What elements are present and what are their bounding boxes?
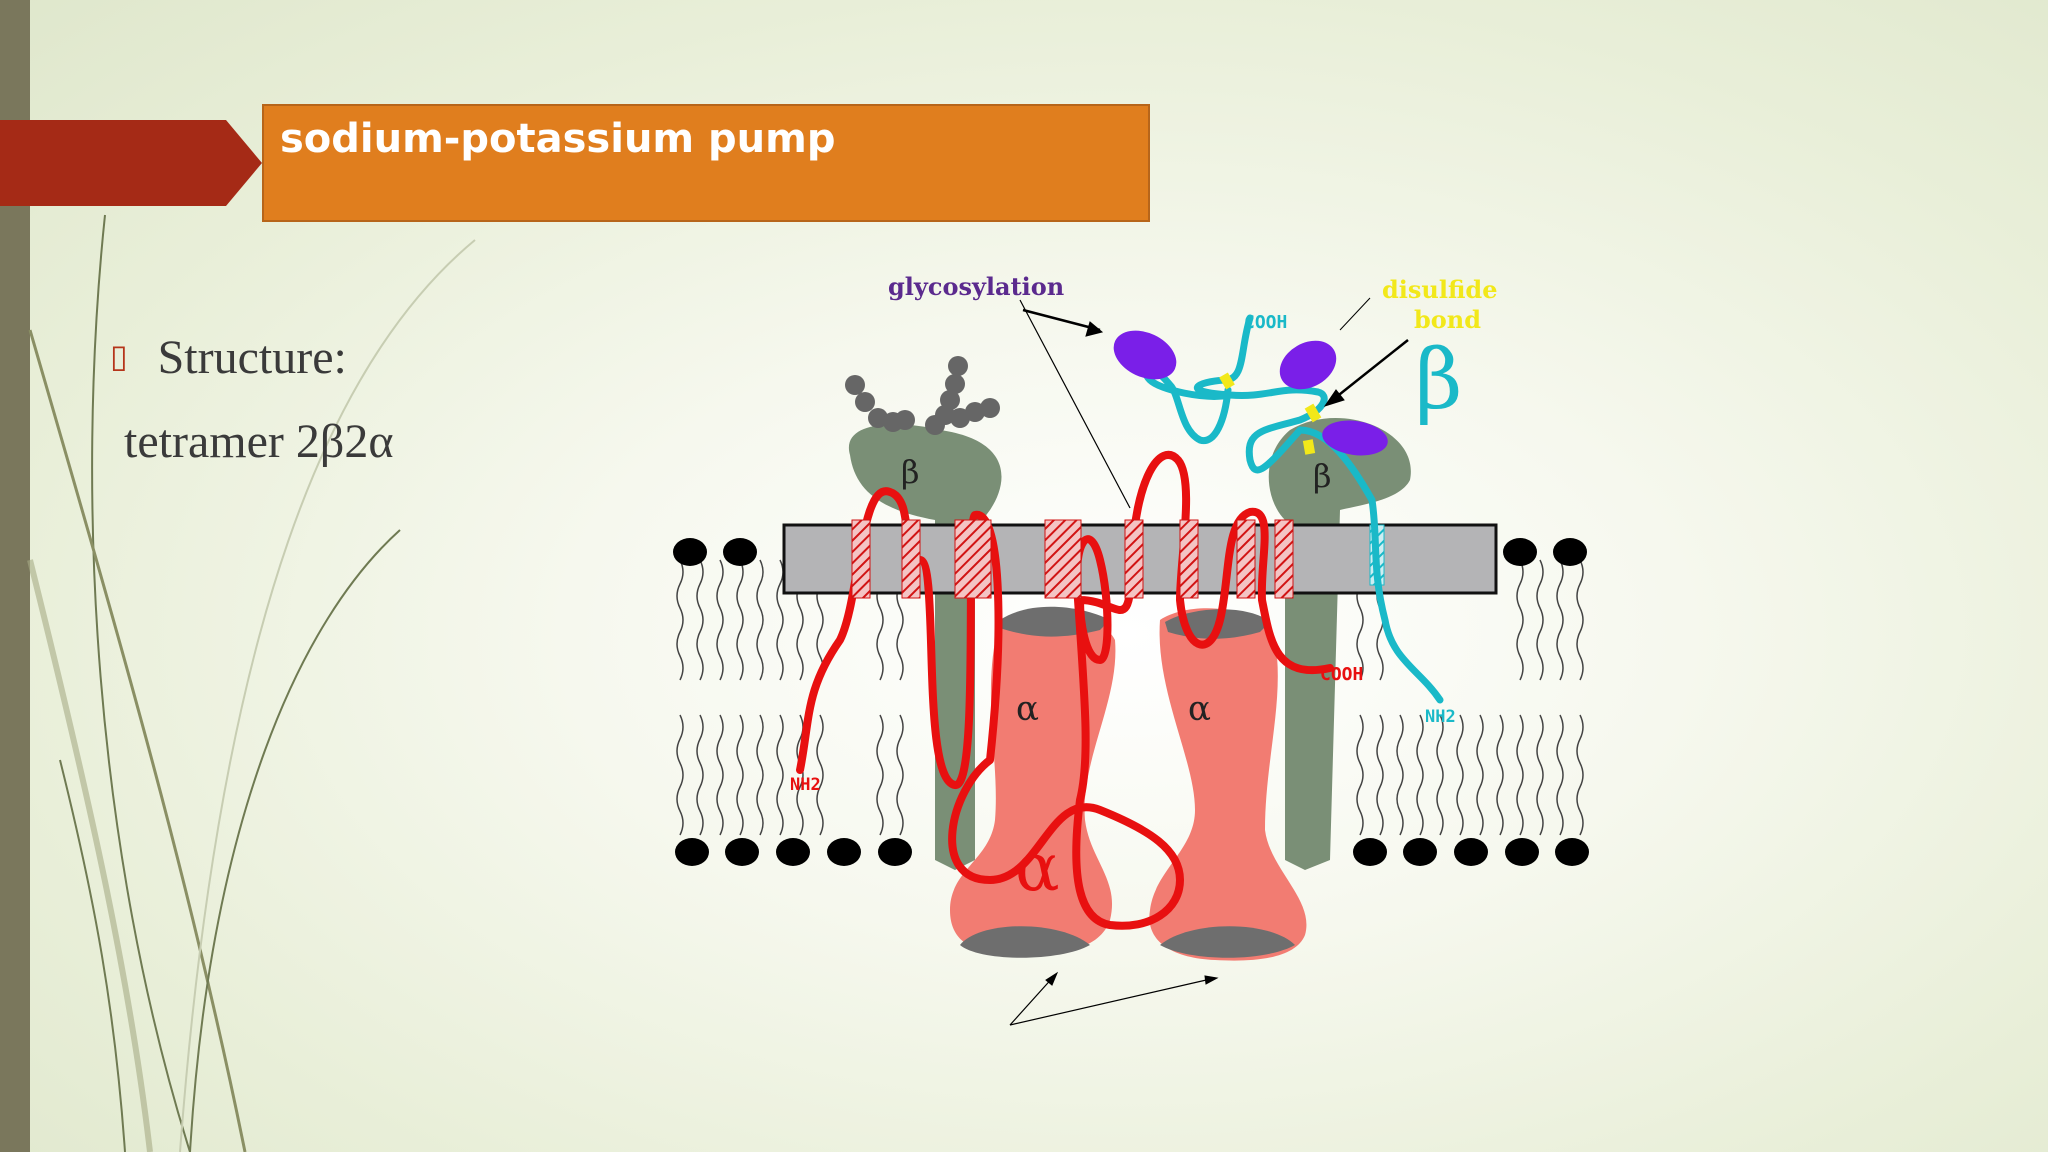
beta-chain <box>1142 314 1444 704</box>
alpha-large-label: α <box>1015 829 1060 906</box>
bond-label: bond <box>1414 305 1481 334</box>
alpha-subunit-right <box>1149 608 1307 961</box>
alpha-right-label: α <box>1188 689 1211 729</box>
alpha-left-label: α <box>1016 689 1039 729</box>
lipid-tails <box>676 559 1584 836</box>
annotation-lines <box>1009 297 1409 1026</box>
transmembrane-segments <box>851 519 1385 599</box>
sub-text: tetramer 2β2α <box>124 415 394 468</box>
bullet-text: Structure: <box>157 331 347 384</box>
beta-subunit-left <box>845 356 1002 870</box>
bullet-item: ▯ Structure: <box>110 330 347 385</box>
disulfide-marks <box>1219 372 1322 455</box>
alpha-nh2-label: NH2 <box>790 775 821 795</box>
beta-cooh-label: COOH <box>1244 312 1287 333</box>
beta-large-label: β <box>1415 333 1462 428</box>
glycosylation-sites <box>1113 330 1388 456</box>
title-arrow <box>0 120 262 206</box>
square-bullet-icon: ▯ <box>110 337 128 375</box>
glycosylation-label: glycosylation <box>888 272 1064 301</box>
beta-nh2-label: NH2 <box>1425 707 1456 727</box>
title-box: sodium-potassium pump <box>262 104 1150 222</box>
disulfide-label: disulfide <box>1382 275 1497 304</box>
beta-left-label: β <box>901 453 920 491</box>
slide-title: sodium-potassium pump <box>280 116 836 162</box>
beta-right-label: β <box>1313 457 1332 495</box>
alpha-chain <box>796 450 1334 930</box>
lipid-heads <box>673 538 1589 866</box>
alpha-cooh-label: COOH <box>1320 664 1363 685</box>
